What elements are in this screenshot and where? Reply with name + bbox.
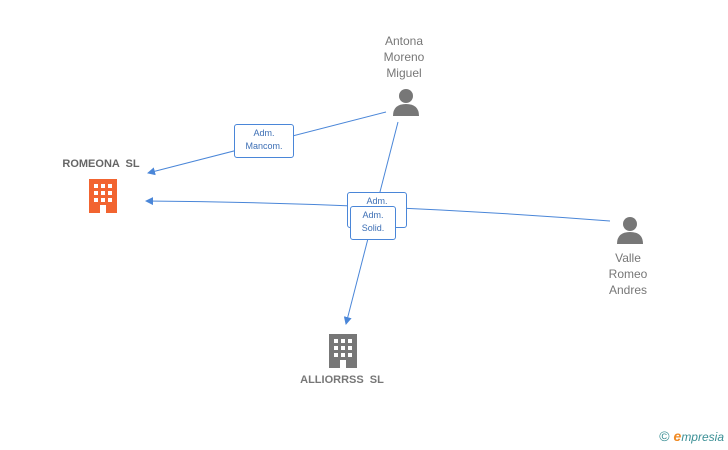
edge-label-mancom-line1: Adm. bbox=[253, 128, 275, 138]
brand-logo: ©empresia bbox=[659, 428, 724, 444]
person-label-antona[interactable]: Antona Moreno Miguel bbox=[383, 34, 425, 80]
building-icon-romeona[interactable] bbox=[89, 179, 117, 213]
person-label-valle[interactable]: Valle Romeo Andres bbox=[608, 251, 648, 297]
building-icon-alliorrss[interactable] bbox=[329, 334, 357, 368]
edge-label-solid-line1: Adm. bbox=[362, 210, 384, 220]
edge-label-hidden-line1: Adm. bbox=[366, 196, 388, 206]
company-label-romeona[interactable]: ROMEONA SL bbox=[62, 158, 140, 170]
person-icon-antona[interactable] bbox=[393, 89, 419, 116]
brand-e-mark: e bbox=[673, 428, 682, 444]
copyright-icon: © bbox=[659, 428, 670, 444]
edge-label-solid-line2: Solid. bbox=[361, 223, 385, 233]
edge-label-mancom-line2: Mancom. bbox=[245, 141, 283, 151]
company-label-alliorrss[interactable]: ALLIORRSS SL bbox=[300, 374, 384, 386]
edge-label-mancom: Adm. Mancom. bbox=[234, 124, 294, 158]
person-icon-valle[interactable] bbox=[617, 217, 643, 244]
edge-label-solid: Adm. Solid. bbox=[350, 206, 396, 240]
brand-name: mpresia bbox=[681, 430, 724, 444]
